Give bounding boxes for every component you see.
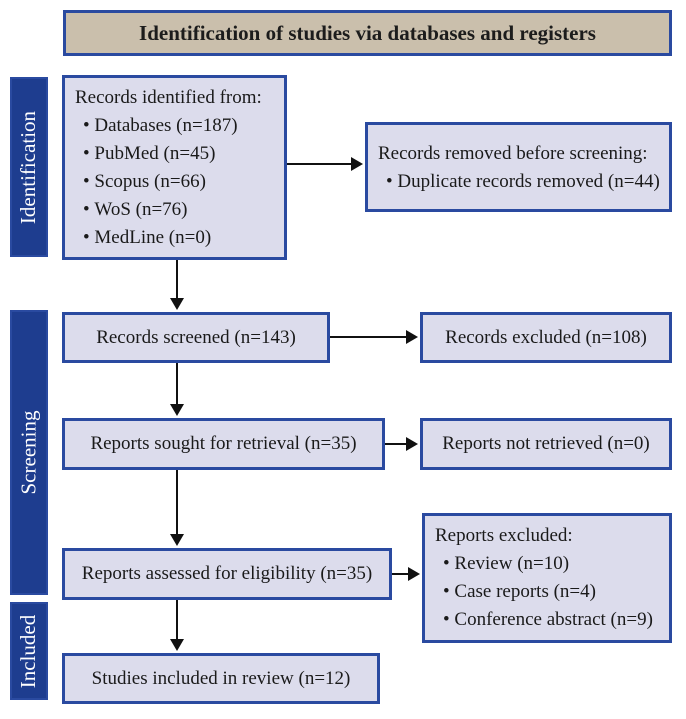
list-item: Conference abstract (n=9) xyxy=(443,606,661,634)
reports-sought-box: Reports sought for retrieval (n=35) xyxy=(62,418,385,470)
list-item: WoS (n=76) xyxy=(83,196,276,224)
arrow-sought-to-assessed-line xyxy=(176,470,178,536)
reports-assessed-box: Reports assessed for eligibility (n=35) xyxy=(62,548,392,600)
arrow-sought-to-notretrieved-line xyxy=(385,443,408,445)
stage-included-label: Included xyxy=(16,614,41,688)
list-item: Duplicate records removed (n=44) xyxy=(386,168,661,196)
records-excluded-text: Records excluded (n=108) xyxy=(445,326,647,348)
arrow-down-icon xyxy=(170,534,184,546)
diagram-title-text: Identification of studies via databases … xyxy=(139,20,596,45)
arrow-right-icon xyxy=(406,437,418,451)
arrow-screened-to-excluded-line xyxy=(330,336,408,338)
list-item: Databases (n=187) xyxy=(83,112,276,140)
records-identified-box: Records identified from: Databases (n=18… xyxy=(62,75,287,260)
stage-included: Included xyxy=(10,602,48,700)
arrow-identified-to-removed-line xyxy=(287,163,353,165)
arrow-down-icon xyxy=(170,639,184,651)
reports-excluded-title: Reports excluded: xyxy=(435,525,573,546)
diagram-title: Identification of studies via databases … xyxy=(63,10,672,56)
reports-assessed-text: Reports assessed for eligibility (n=35) xyxy=(81,563,373,584)
arrow-right-icon xyxy=(351,157,363,171)
list-item: Scopus (n=66) xyxy=(83,168,276,196)
studies-included-text: Studies included in review (n=12) xyxy=(91,667,351,689)
arrow-assessed-to-excluded-line xyxy=(392,573,410,575)
records-identified-list: Databases (n=187)PubMed (n=45)Scopus (n=… xyxy=(75,112,276,252)
arrow-screened-to-sought-line xyxy=(176,363,178,406)
arrow-assessed-to-included-line xyxy=(176,600,178,641)
list-item: Review (n=10) xyxy=(443,550,661,578)
reports-not-retrieved-text: Reports not retrieved (n=0) xyxy=(442,433,650,454)
reports-not-retrieved-box: Reports not retrieved (n=0) xyxy=(420,418,672,470)
stage-identification-label: Identification xyxy=(16,110,41,224)
list-item: Case reports (n=4) xyxy=(443,578,661,606)
stage-screening-label: Screening xyxy=(16,410,41,495)
arrow-down-icon xyxy=(170,298,184,310)
records-screened-text: Records screened (n=143) xyxy=(96,326,296,348)
reports-excluded-list: Review (n=10)Case reports (n=4)Conferenc… xyxy=(435,550,661,634)
records-removed-box: Records removed before screening: Duplic… xyxy=(365,122,672,212)
arrow-right-icon xyxy=(406,330,418,344)
list-item: MedLine (n=0) xyxy=(83,224,276,252)
stage-identification: Identification xyxy=(10,77,48,257)
arrow-identified-to-screened-line xyxy=(176,260,178,300)
reports-excluded-box: Reports excluded: Review (n=10)Case repo… xyxy=(422,513,672,643)
records-screened-box: Records screened (n=143) xyxy=(62,312,330,363)
records-removed-list: Duplicate records removed (n=44) xyxy=(378,168,661,196)
stage-screening: Screening xyxy=(10,310,48,595)
list-item: PubMed (n=45) xyxy=(83,140,276,168)
arrow-down-icon xyxy=(170,404,184,416)
studies-included-box: Studies included in review (n=12) xyxy=(62,653,380,704)
records-identified-title: Records identified from: xyxy=(75,87,262,108)
records-excluded-box: Records excluded (n=108) xyxy=(420,312,672,363)
records-removed-title: Records removed before screening: xyxy=(378,143,648,164)
reports-sought-text: Reports sought for retrieval (n=35) xyxy=(90,433,357,454)
arrow-right-icon xyxy=(408,567,420,581)
